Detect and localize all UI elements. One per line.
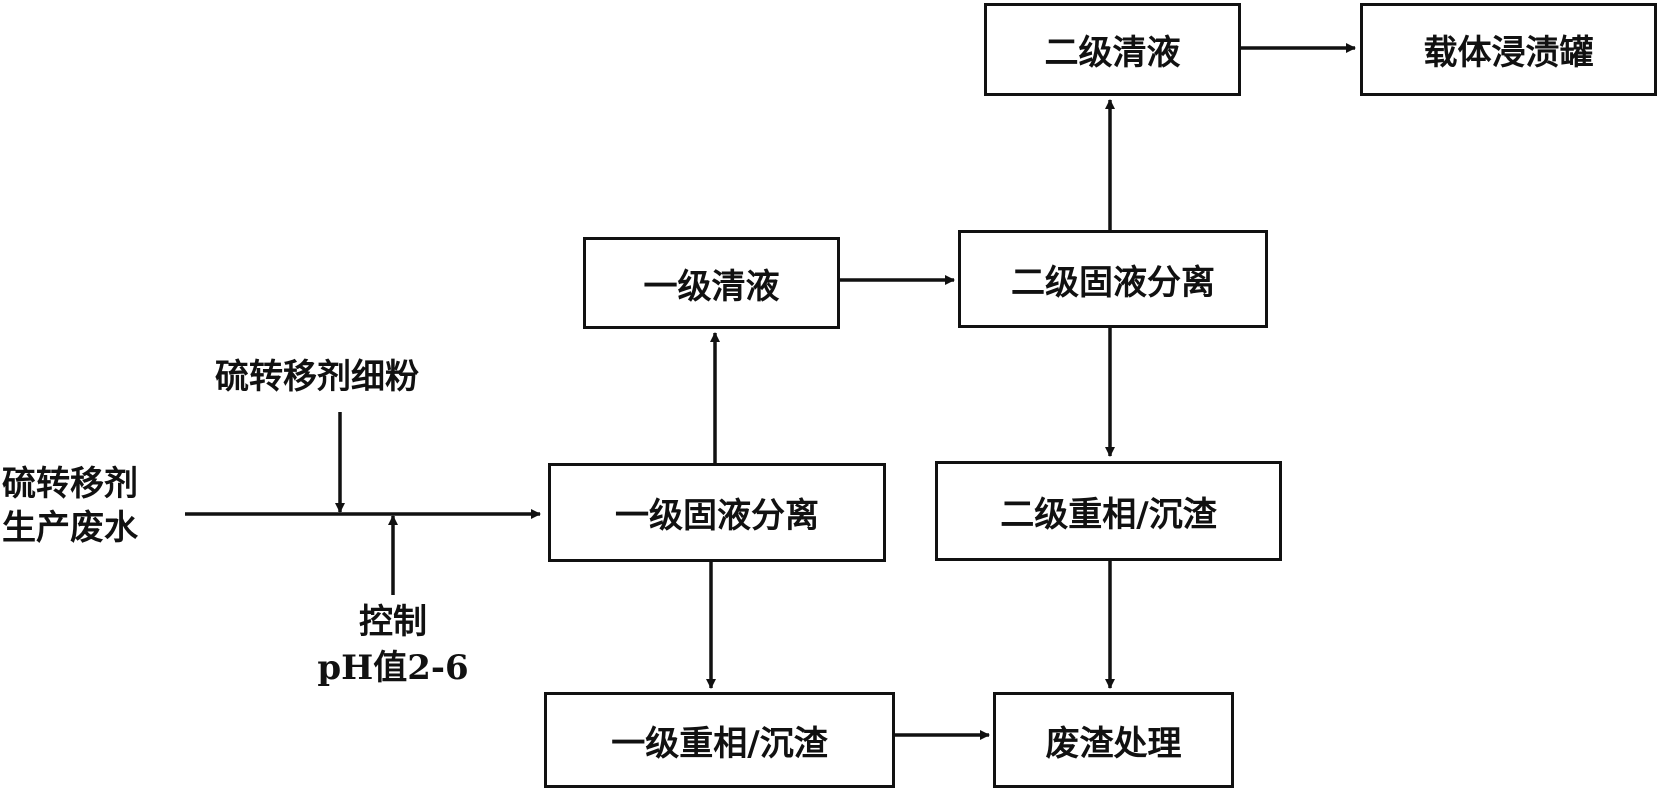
wastewater-label-line2: 生产废水 <box>2 508 138 548</box>
fine-powder-label: 硫转移剂细粉 <box>215 357 419 397</box>
ph-control-label-line2: pH值2-6 <box>317 648 469 688</box>
level1-heavy-phase-box: 一级重相/沉渣 <box>544 692 895 788</box>
carrier-impregnation-tank-box: 载体浸渍罐 <box>1360 3 1657 96</box>
level2-clear-liquid-box: 二级清液 <box>984 3 1241 96</box>
level2-separation-box: 二级固液分离 <box>958 230 1268 328</box>
wastewater-label-line1: 硫转移剂 <box>2 464 138 504</box>
ph-control-label-line1: 控制 <box>359 602 427 642</box>
waste-residue-treatment-box: 废渣处理 <box>993 692 1234 788</box>
level1-separation-box: 一级固液分离 <box>548 463 886 562</box>
level1-clear-liquid-box: 一级清液 <box>583 237 840 329</box>
level2-heavy-phase-box: 二级重相/沉渣 <box>935 461 1282 561</box>
